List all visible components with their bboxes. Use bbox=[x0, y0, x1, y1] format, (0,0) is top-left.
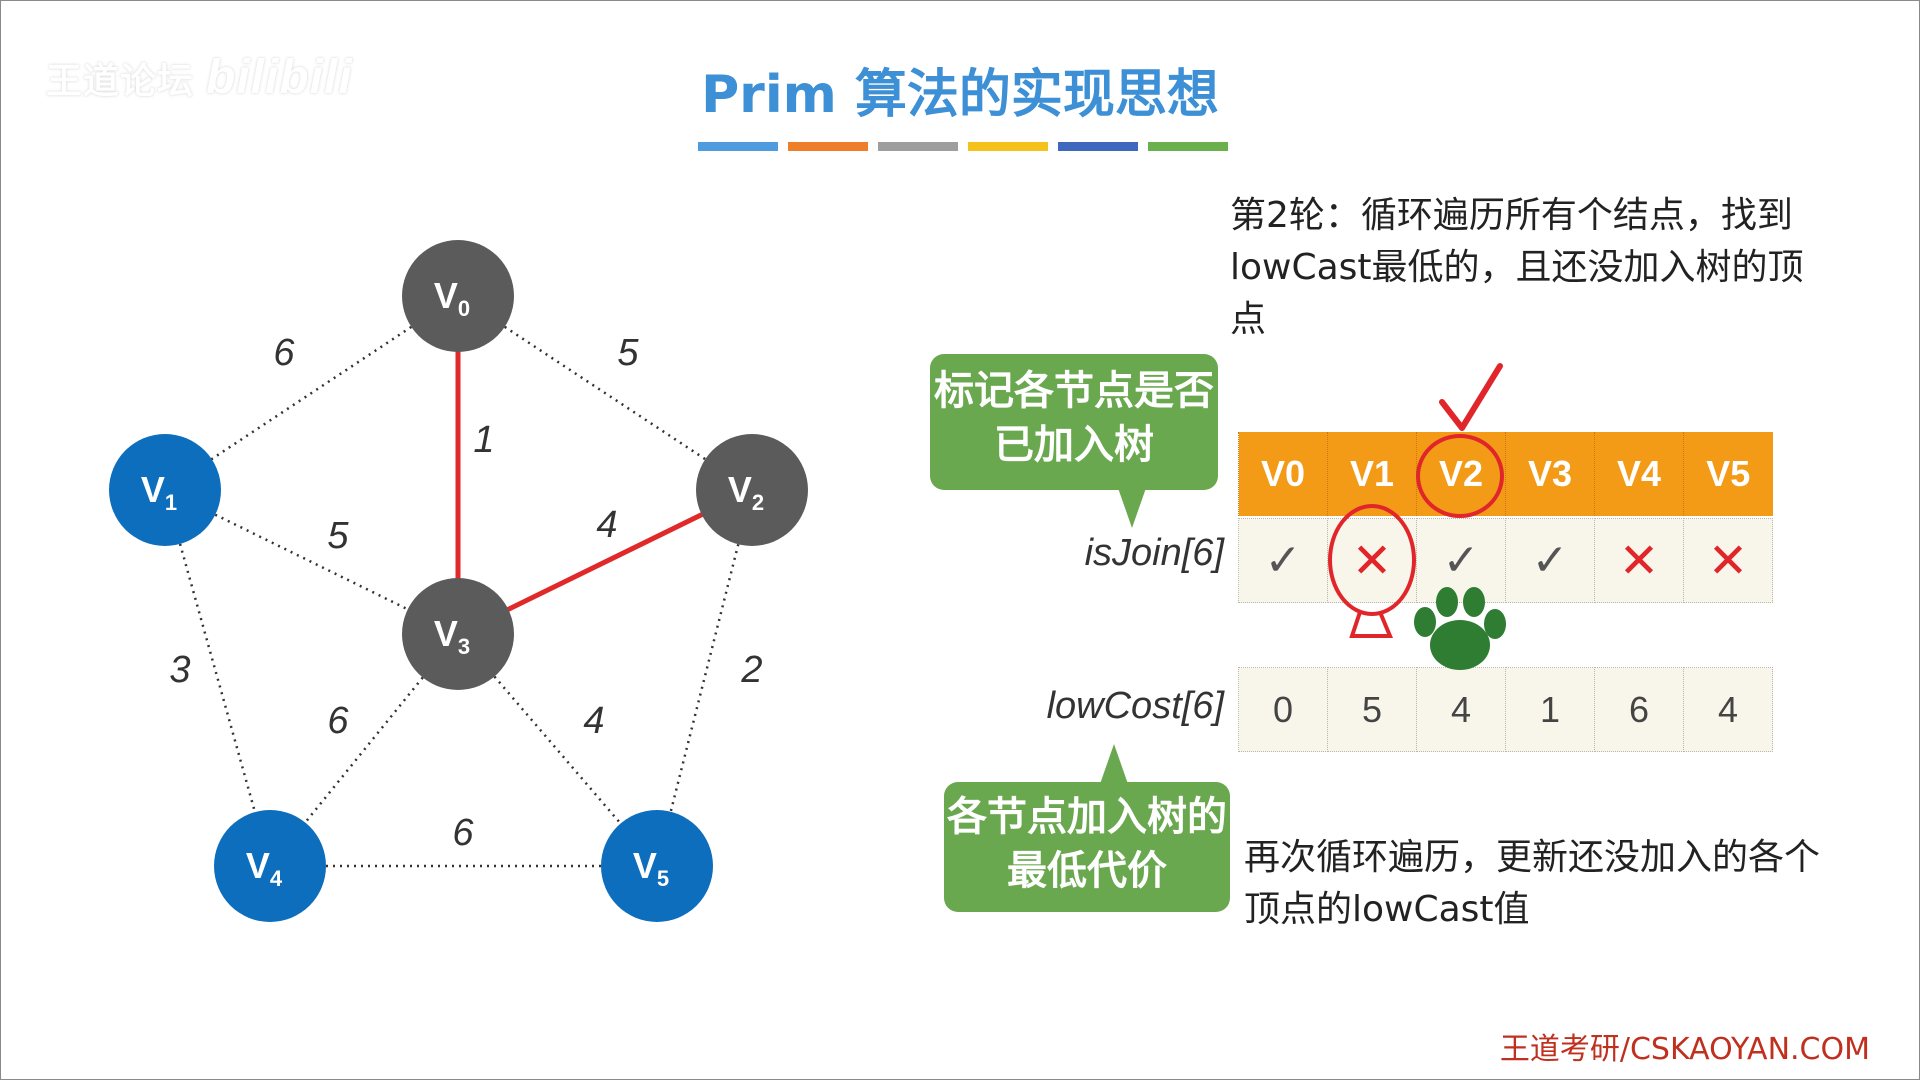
isjoin-cell: ✓ bbox=[1505, 518, 1595, 603]
header-cell: V0 bbox=[1238, 432, 1328, 516]
watermark: 王道论坛 bilibili bbox=[46, 50, 353, 105]
edge-weight-label: 4 bbox=[596, 504, 617, 546]
lowcost-cell: 4 bbox=[1683, 667, 1773, 752]
edge-weight-label: 5 bbox=[617, 332, 639, 374]
isjoin-mark: ✓ bbox=[1531, 536, 1569, 585]
lowcost-label: lowCost[6] bbox=[1046, 685, 1224, 727]
vertex-node bbox=[402, 240, 514, 352]
isjoin-mark: ✓ bbox=[1442, 536, 1480, 585]
header-cell: V4 bbox=[1594, 432, 1684, 516]
vertex-node bbox=[109, 434, 221, 546]
edge-weight-label: 6 bbox=[327, 700, 349, 742]
isjoin-callout-pointer bbox=[1118, 488, 1146, 528]
lowcost-callout-pointer bbox=[1100, 744, 1128, 784]
isjoin-mark: ✕ bbox=[1618, 534, 1660, 588]
round-note: 第2轮：循环遍历所有个结点，找到lowCast最低的，且还没加入树的顶点 bbox=[1230, 195, 1804, 340]
check-icon bbox=[1439, 363, 1503, 431]
title-color-bar bbox=[698, 142, 778, 151]
isjoin-mark: ✓ bbox=[1264, 536, 1302, 585]
edge-weight-label: 4 bbox=[583, 700, 604, 742]
edge-weight-label: 2 bbox=[740, 649, 762, 691]
lowcost-cell: 5 bbox=[1327, 667, 1417, 752]
update-note: 再次循环遍历，更新还没加入的各个顶点的lowCast值 bbox=[1244, 837, 1821, 930]
isjoin-cell: ✕ bbox=[1327, 518, 1417, 603]
title-color-bars bbox=[698, 142, 1238, 151]
edge-weight-label: 6 bbox=[452, 812, 474, 854]
edge-weight-label: 5 bbox=[327, 515, 349, 557]
lowcost-row: 0 5 4 1 6 4 bbox=[1238, 667, 1773, 752]
isjoin-row: ✓ ✕ ✓ ✓ ✕ ✕ bbox=[1238, 518, 1773, 603]
v2-highlight-circle bbox=[1416, 434, 1504, 518]
title-color-bar bbox=[788, 142, 868, 151]
lowcost-cell: 0 bbox=[1238, 667, 1328, 752]
vertex-header-row: V0 V1 V2 V3 V4 V5 bbox=[1238, 432, 1773, 516]
isjoin-cell: ✕ bbox=[1683, 518, 1773, 603]
isjoin-label: isJoin[6] bbox=[1084, 532, 1224, 574]
footer-brand: 王道考研/CSKAOYAN.COM bbox=[1499, 1032, 1870, 1067]
edge-weight-label: 1 bbox=[473, 419, 494, 461]
title-color-bar bbox=[968, 142, 1048, 151]
graph-edge bbox=[164, 294, 459, 492]
graph-edge bbox=[457, 294, 753, 492]
isjoin-mark: ✕ bbox=[1707, 534, 1749, 588]
watermark-brand: bilibili bbox=[206, 51, 353, 104]
v1-circle-tail bbox=[1349, 611, 1393, 638]
vertex-node bbox=[601, 810, 713, 922]
isjoin-cell: ✓ bbox=[1416, 518, 1506, 603]
vertex-node bbox=[402, 578, 514, 690]
title-color-bar bbox=[878, 142, 958, 151]
v1-highlight-circle bbox=[1328, 504, 1416, 616]
page-title: Prim 算法的实现思想 bbox=[701, 65, 1219, 125]
vertex-node bbox=[214, 810, 326, 922]
vertex-node bbox=[696, 434, 808, 546]
isjoin-cell: ✕ bbox=[1594, 518, 1684, 603]
watermark-text: 王道论坛 bbox=[46, 60, 195, 101]
edge-weight-label: 6 bbox=[273, 332, 295, 374]
title-color-bar bbox=[1148, 142, 1228, 151]
isjoin-callout: 标记各节点是否已加入树 bbox=[930, 354, 1218, 490]
title-color-bar bbox=[1058, 142, 1138, 151]
vertex-label: V2 bbox=[728, 469, 764, 515]
lowcost-cell: 4 bbox=[1416, 667, 1506, 752]
lowcost-callout: 各节点加入树的最低代价 bbox=[944, 782, 1230, 912]
paw-icon bbox=[1414, 587, 1506, 670]
header-cell: V3 bbox=[1505, 432, 1595, 516]
edge-weight-label: 3 bbox=[169, 649, 190, 691]
isjoin-cell: ✓ bbox=[1238, 518, 1328, 603]
header-cell: V1 bbox=[1327, 432, 1417, 516]
graph-edge bbox=[655, 489, 754, 867]
isjoin-mark: ✕ bbox=[1351, 534, 1393, 588]
lowcost-cell: 1 bbox=[1505, 667, 1595, 752]
header-cell: V5 bbox=[1683, 432, 1773, 516]
